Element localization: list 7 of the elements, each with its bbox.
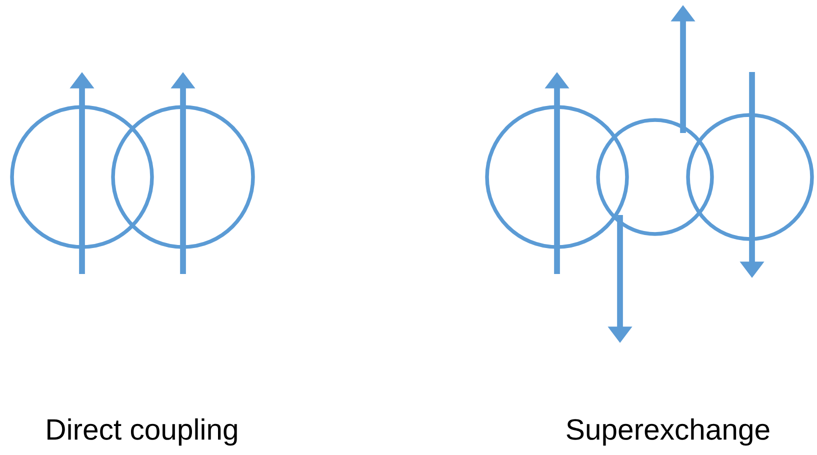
orbital-circle bbox=[686, 113, 814, 241]
caption-text: Direct coupling bbox=[48, 418, 237, 446]
orbital-circle bbox=[596, 118, 714, 236]
orbital-circle bbox=[10, 105, 154, 249]
caption-text: Superexchange bbox=[566, 418, 770, 446]
orbital-circle bbox=[111, 105, 255, 249]
orbital-circle bbox=[485, 105, 629, 249]
